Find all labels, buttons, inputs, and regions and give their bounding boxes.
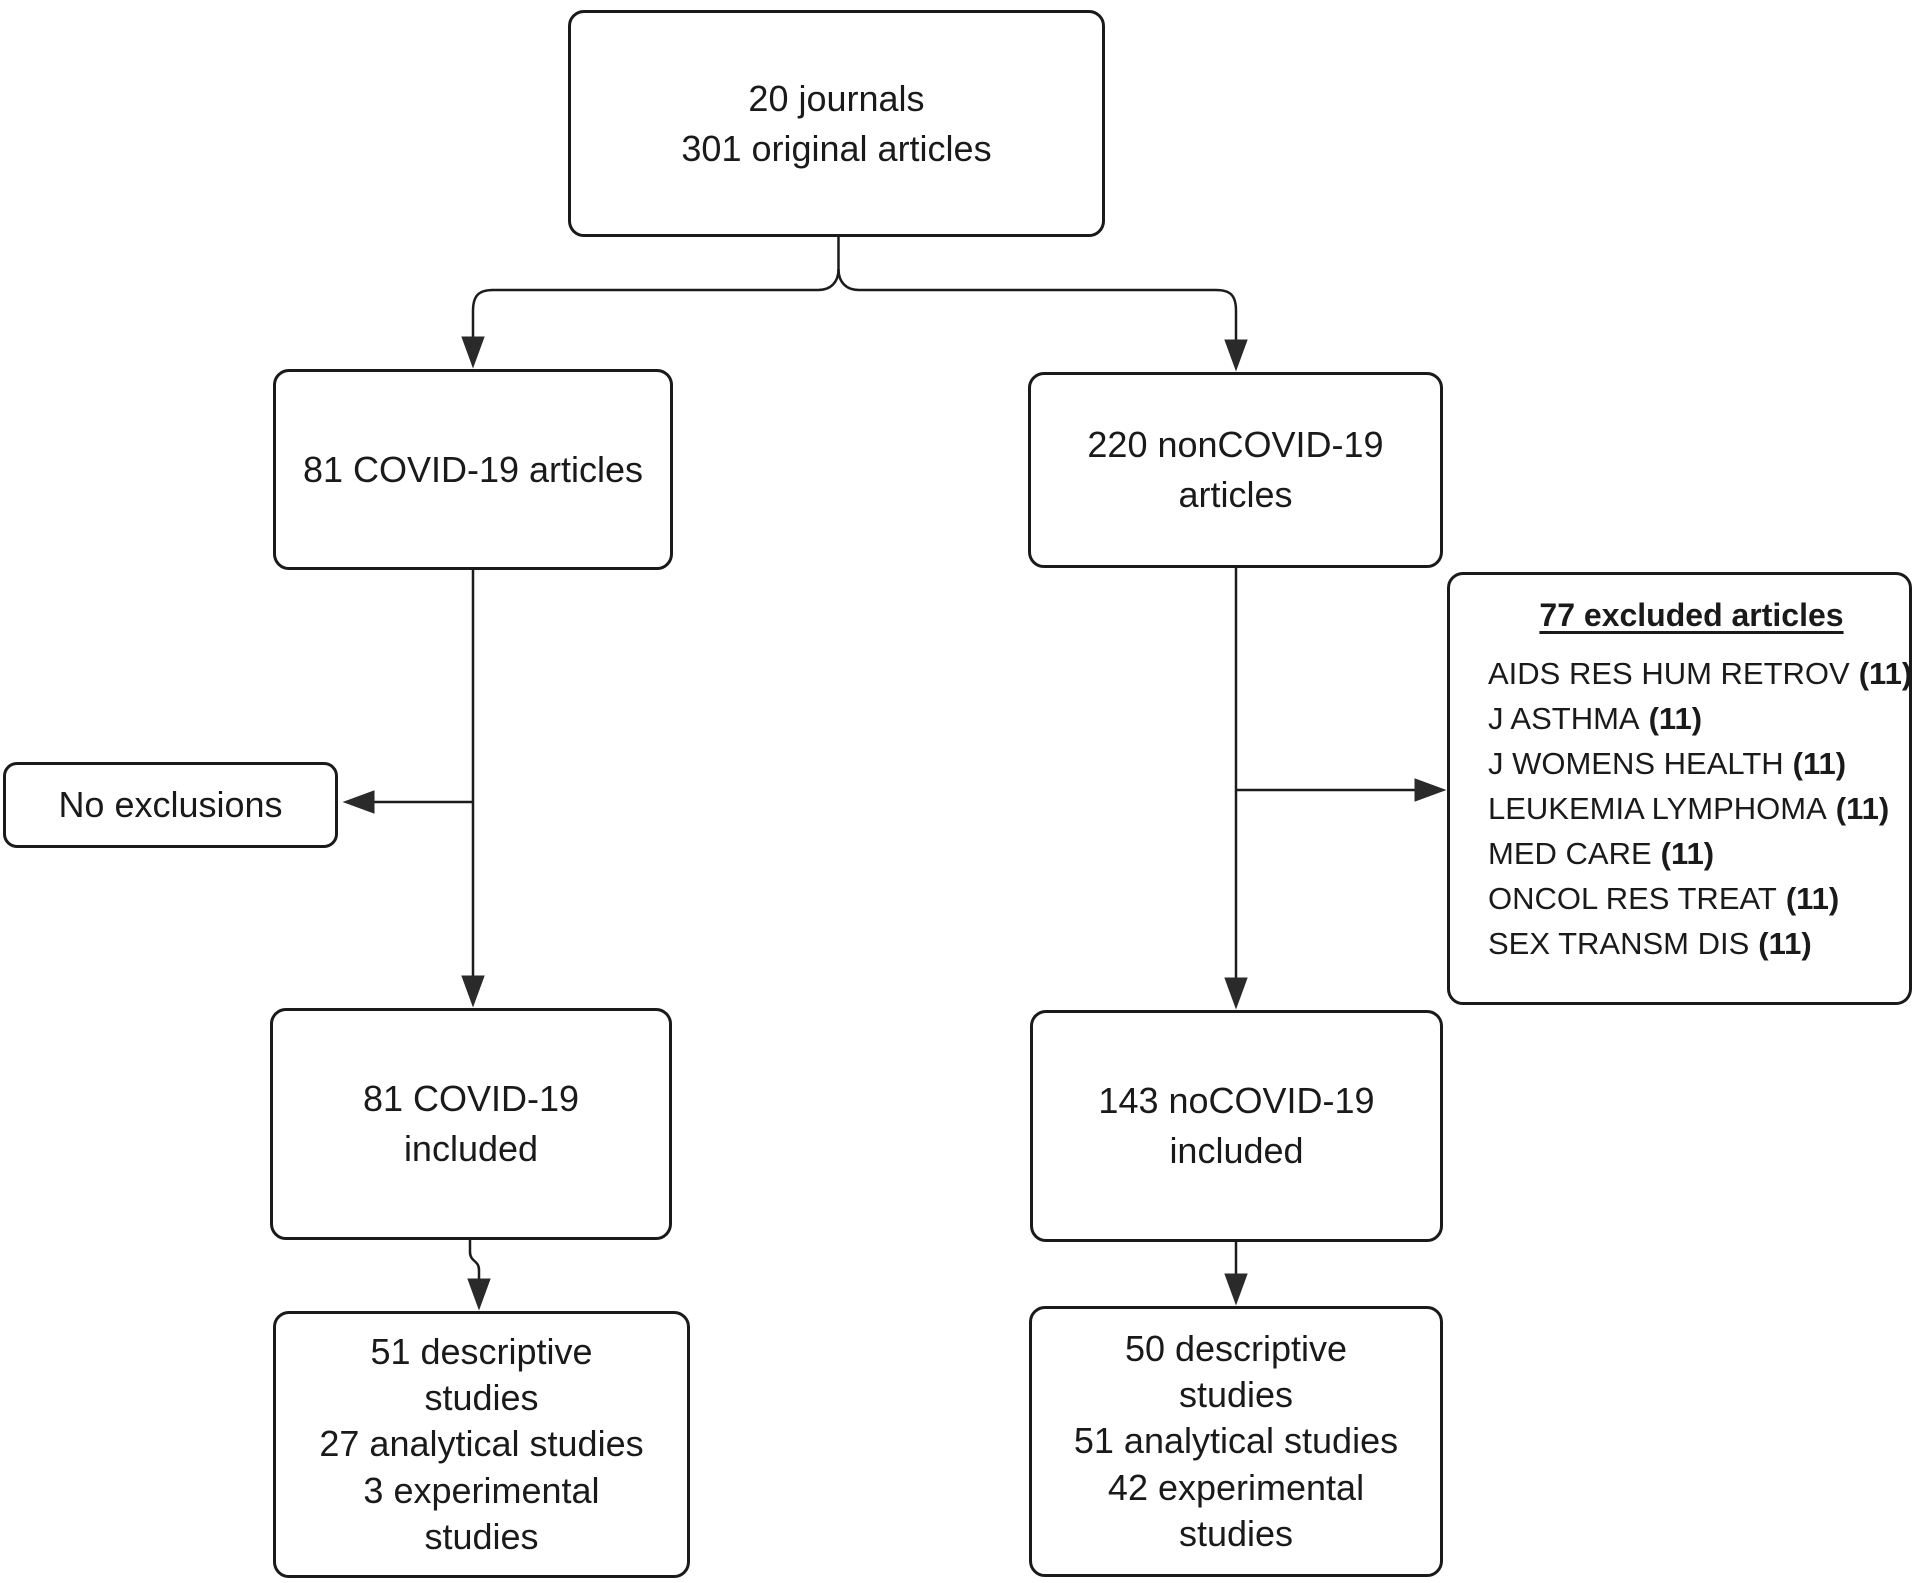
journal-name: J ASTHMA	[1488, 701, 1640, 736]
study-type-entry: 42 experimental studies	[1107, 1466, 1365, 1554]
flow-box-source: 20 journals 301 original articles	[568, 10, 1105, 237]
source-line-journals: 20 journals	[748, 77, 925, 119]
excluded-journal-row: AIDS RES HUM RETROV(11)	[1488, 651, 1912, 696]
excluded-journal-row: J ASTHMA(11)	[1488, 696, 1895, 741]
journal-name: J WOMENS HEALTH	[1488, 746, 1784, 781]
excluded-journal-row: ONCOL RES TREAT(11)	[1488, 876, 1895, 921]
connector-source-to-noncovid	[837, 268, 1238, 342]
journal-count: (11)	[1660, 836, 1715, 871]
arrowhead-down-covid-studies-icon	[467, 1278, 491, 1311]
excluded-journal-row: J WOMENS HEALTH(11)	[1488, 741, 1895, 786]
covid-articles-label: 81 COVID-19 articles	[302, 448, 644, 490]
study-type-entry: 3 experimental studies	[363, 1469, 600, 1557]
journal-count: (11)	[1858, 656, 1913, 691]
journal-count: (11)	[1835, 791, 1890, 826]
flow-box-excluded-articles: 77 excluded articles AIDS RES HUM RETROV…	[1447, 572, 1912, 1005]
excluded-articles-title: 77 excluded articles	[1539, 597, 1844, 633]
journal-name: LEUKEMIA LYMPHOMA	[1488, 791, 1827, 826]
journal-name: AIDS RES HUM RETROV	[1488, 656, 1850, 691]
arrowhead-down-noncovid-studies-icon	[1224, 1273, 1248, 1306]
excluded-journal-row: SEX TRANSM DIS(11)	[1488, 921, 1895, 966]
source-line-articles: 301 original articles	[681, 127, 992, 169]
study-type-entry: 27 analytical studies	[319, 1423, 644, 1465]
journal-name: ONCOL RES TREAT	[1488, 881, 1777, 916]
excluded-journal-row: MED CARE(11)	[1488, 831, 1895, 876]
journal-count: (11)	[1792, 746, 1847, 781]
no-exclusions-label: No exclusions	[58, 784, 283, 826]
journal-name: SEX TRANSM DIS	[1488, 926, 1750, 961]
arrowhead-down-noncovid-articles-icon	[1224, 339, 1248, 372]
journal-name: MED CARE	[1488, 836, 1652, 871]
flow-box-covid-study-types: 51 descriptive studies 27 analytical stu…	[273, 1311, 690, 1578]
connector-source-to-covid	[471, 237, 840, 339]
arrowhead-down-covid-articles-icon	[461, 336, 485, 369]
arrowhead-down-covid-included-icon	[461, 975, 485, 1008]
flow-box-no-exclusions: No exclusions	[3, 762, 338, 848]
journal-count: (11)	[1758, 926, 1812, 961]
arrowhead-right-excluded-icon	[1414, 778, 1447, 802]
noncovid-included-label: 143 noCOVID-19 included	[1098, 1080, 1375, 1171]
flow-box-noncovid-included: 143 noCOVID-19 included	[1030, 1010, 1443, 1242]
excluded-journal-row: LEUKEMIA LYMPHOMA(11)	[1488, 786, 1895, 831]
journal-count: (11)	[1648, 701, 1703, 736]
study-type-entry: 50 descriptive studies	[1124, 1328, 1348, 1416]
study-type-entry: 51 analytical studies	[1073, 1420, 1399, 1462]
covid-included-label: 81 COVID-19 included	[362, 1078, 580, 1169]
flow-box-noncovid-study-types: 50 descriptive studies 51 analytical stu…	[1029, 1306, 1443, 1577]
study-type-entry: 51 descriptive studies	[370, 1331, 593, 1419]
journal-count: (11)	[1785, 881, 1840, 916]
arrowhead-down-noncovid-included-icon	[1224, 977, 1248, 1010]
arrowhead-left-no-exclusions-icon	[342, 790, 375, 814]
noncovid-articles-label: 220 nonCOVID-19 articles	[1087, 424, 1384, 515]
connector-covid-included-to-studies	[468, 1240, 481, 1281]
flow-box-covid-included: 81 COVID-19 included	[270, 1008, 672, 1240]
flow-box-noncovid-articles: 220 nonCOVID-19 articles	[1028, 372, 1443, 568]
flow-box-covid-articles: 81 COVID-19 articles	[273, 369, 673, 570]
